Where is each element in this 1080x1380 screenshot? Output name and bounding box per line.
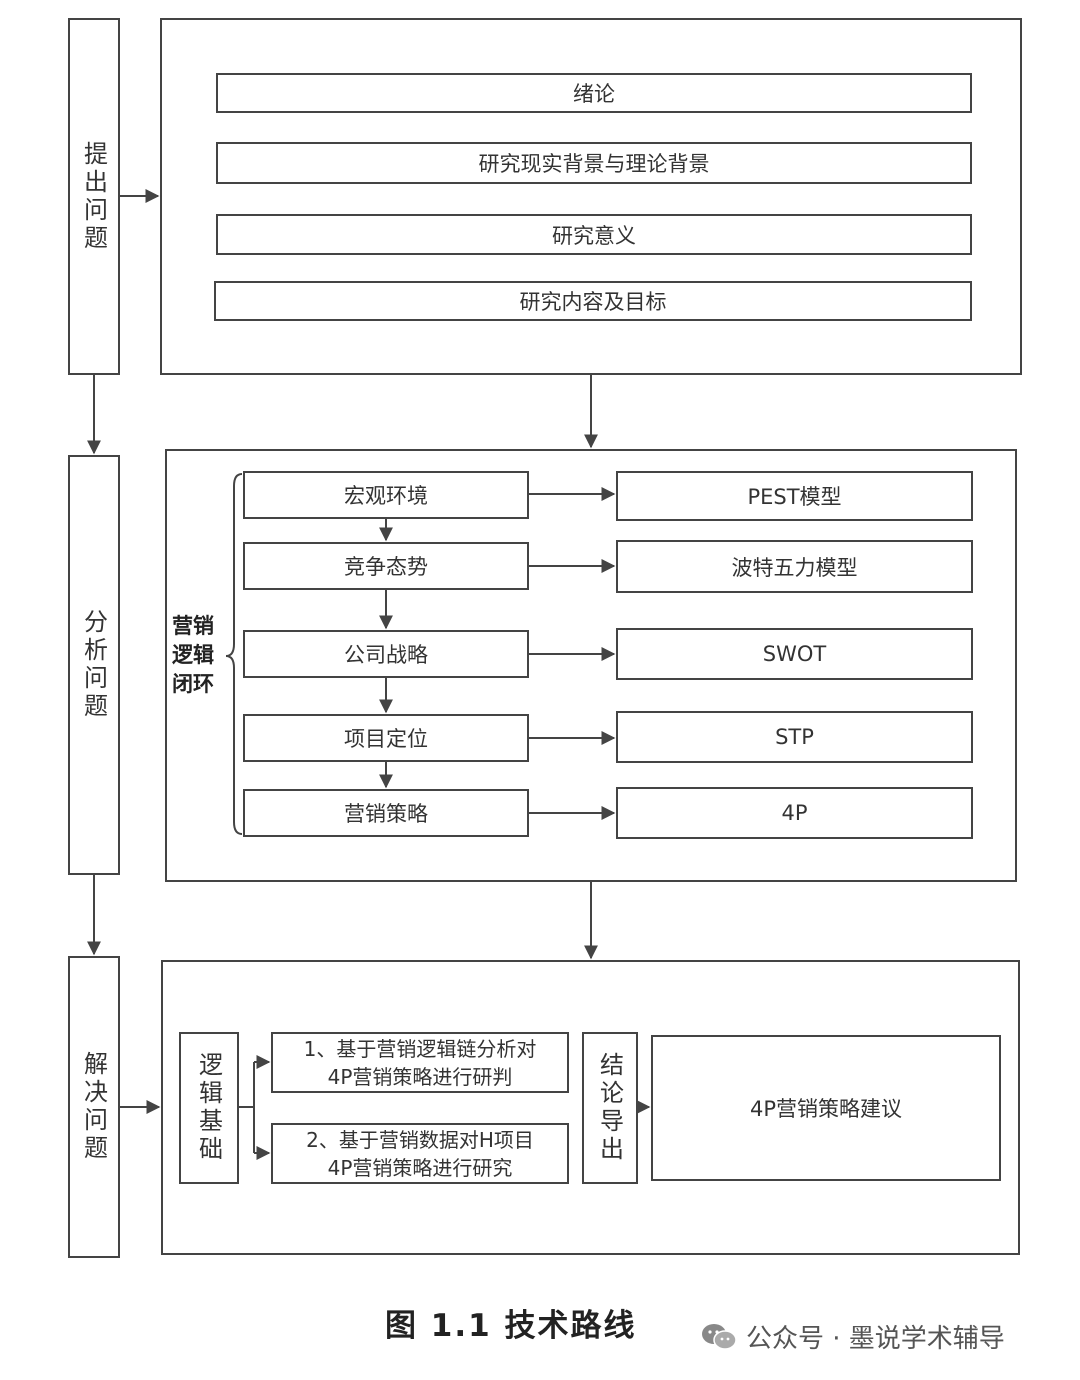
marketing-loop-text: 营销逻辑闭环 [172,614,214,696]
task-logic-chain-line1: 1、基于营销逻辑链分析对 [303,1036,537,1061]
wechat-icon [702,1323,737,1350]
step-project-positioning: 项目定位 [243,714,529,762]
watermark-text: 公众号 · 墨说学术辅导 [746,1324,1005,1354]
model-stp: STP [616,711,973,763]
task-marketing-data-line1: 2、基于营销数据对H项目 [306,1127,534,1152]
model-pest: PEST模型 [616,471,973,521]
task-marketing-data: 2、基于营销数据对H项目 4P营销策略进行研究 [271,1123,569,1184]
stage-box-propose: 提出问题 [68,18,120,375]
stage1-item-background: 研究现实背景与理论背景 [216,142,972,184]
model-4p: 4P [616,787,973,839]
marketing-loop-label: 营销逻辑闭环 [168,612,218,699]
stage-box-solve: 解决问题 [68,956,120,1258]
logic-basis-box: 逻辑基础 [179,1032,239,1184]
step-marketing-strategy: 营销策略 [243,789,529,837]
stage1-item-significance: 研究意义 [216,214,972,255]
task-logic-chain: 1、基于营销逻辑链分析对 4P营销策略进行研判 [271,1032,569,1093]
step-macro-environment: 宏观环境 [243,471,529,519]
figure-caption: 图 1.1 技术路线 [385,1308,637,1344]
stage1-item-content: 研究内容及目标 [214,281,972,321]
step-company-strategy: 公司战略 [243,630,529,678]
stage1-item-intro: 绪论 [216,73,972,113]
model-swot: SWOT [616,628,973,680]
conclusion-box: 结论导出 [582,1032,638,1184]
task-marketing-data-line2: 4P营销策略进行研究 [327,1155,513,1180]
watermark: 公众号 · 墨说学术辅导 [700,1318,1005,1355]
model-porter: 波特五力模型 [616,540,973,593]
step-competition: 竞争态势 [243,542,529,590]
task-logic-chain-line2: 4P营销策略进行研判 [327,1064,513,1089]
stage-box-analyze: 分析问题 [68,455,120,875]
result-box: 4P营销策略建议 [651,1035,1001,1181]
